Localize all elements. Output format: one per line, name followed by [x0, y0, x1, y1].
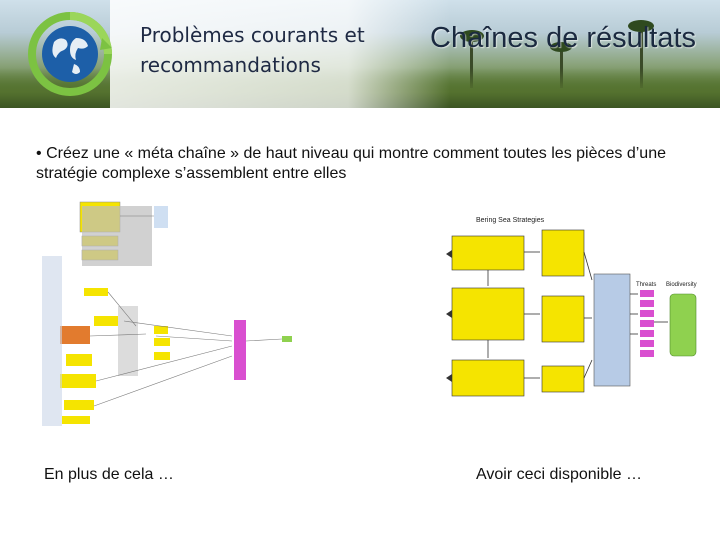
- bullet-text: Créez une « méta chaîne » de haut niveau…: [36, 145, 666, 182]
- result-box: [541, 229, 585, 277]
- tree-decoration: [470, 38, 473, 88]
- caption-right: Avoir ceci disponible …: [476, 466, 643, 483]
- hexagon-marker-icon: [446, 310, 452, 318]
- gray-box: [82, 206, 152, 266]
- gray-box: [118, 306, 138, 376]
- threat-box: [640, 350, 654, 357]
- result-box: [541, 295, 585, 343]
- threat-reduction-box: [593, 273, 631, 387]
- orange-box: [60, 326, 90, 344]
- tree-decoration: [460, 30, 484, 42]
- yellow-box: [62, 416, 90, 424]
- slide-title-right: Chaînes de résultats: [430, 22, 696, 54]
- caption-left: En plus de cela …: [44, 466, 174, 483]
- yellow-box: [154, 338, 170, 346]
- strategy-box: [451, 359, 525, 397]
- yellow-box: [64, 400, 94, 410]
- threat-box: [640, 300, 654, 307]
- header-banner: Problèmes courants et recommandations Ch…: [0, 0, 720, 108]
- yellow-box: [154, 326, 168, 334]
- meta-chain-diagram-thumbnail: [42, 201, 292, 426]
- blue-box: [154, 206, 168, 228]
- tree-decoration: [640, 28, 643, 88]
- blue-band: [42, 256, 62, 426]
- yellow-box: [66, 354, 92, 366]
- tree-decoration: [550, 42, 572, 52]
- hexagon-marker-icon: [446, 374, 452, 382]
- result-box: [541, 365, 585, 393]
- hexagon-marker-icon: [446, 250, 452, 258]
- tree-decoration: [628, 20, 654, 32]
- diagram-title: Bering Sea Strategies: [476, 217, 545, 224]
- threat-box: [640, 320, 654, 327]
- bullet-item: • Créez une « méta chaîne » de haut nive…: [36, 144, 676, 184]
- connector-lines: [89, 215, 283, 407]
- green-box: [282, 336, 292, 342]
- bullet-marker: •: [36, 145, 42, 162]
- threats-label: Threats: [636, 282, 656, 288]
- globe-logo-icon: [28, 12, 112, 96]
- slide-title-left: Problèmes courants et recommandations: [140, 23, 365, 77]
- threat-box: [640, 290, 654, 297]
- threat-box: [640, 310, 654, 317]
- strategy-box: [451, 287, 525, 341]
- yellow-box: [84, 288, 108, 296]
- yellow-box: [94, 316, 124, 326]
- strategies-chain-diagram: Bering Sea Strategies Threats Biodiversi…: [446, 217, 697, 397]
- pink-column: [234, 320, 246, 380]
- threat-box: [640, 340, 654, 347]
- yellow-box: [60, 374, 96, 388]
- strategy-box: [451, 235, 525, 271]
- header-fade: [110, 0, 450, 108]
- yellow-box: [154, 352, 170, 360]
- threat-box: [640, 330, 654, 337]
- biodiversity-label: Biodiversity: [666, 282, 697, 288]
- chain-arrows: [487, 251, 668, 379]
- biodiversity-target-box: [669, 293, 697, 357]
